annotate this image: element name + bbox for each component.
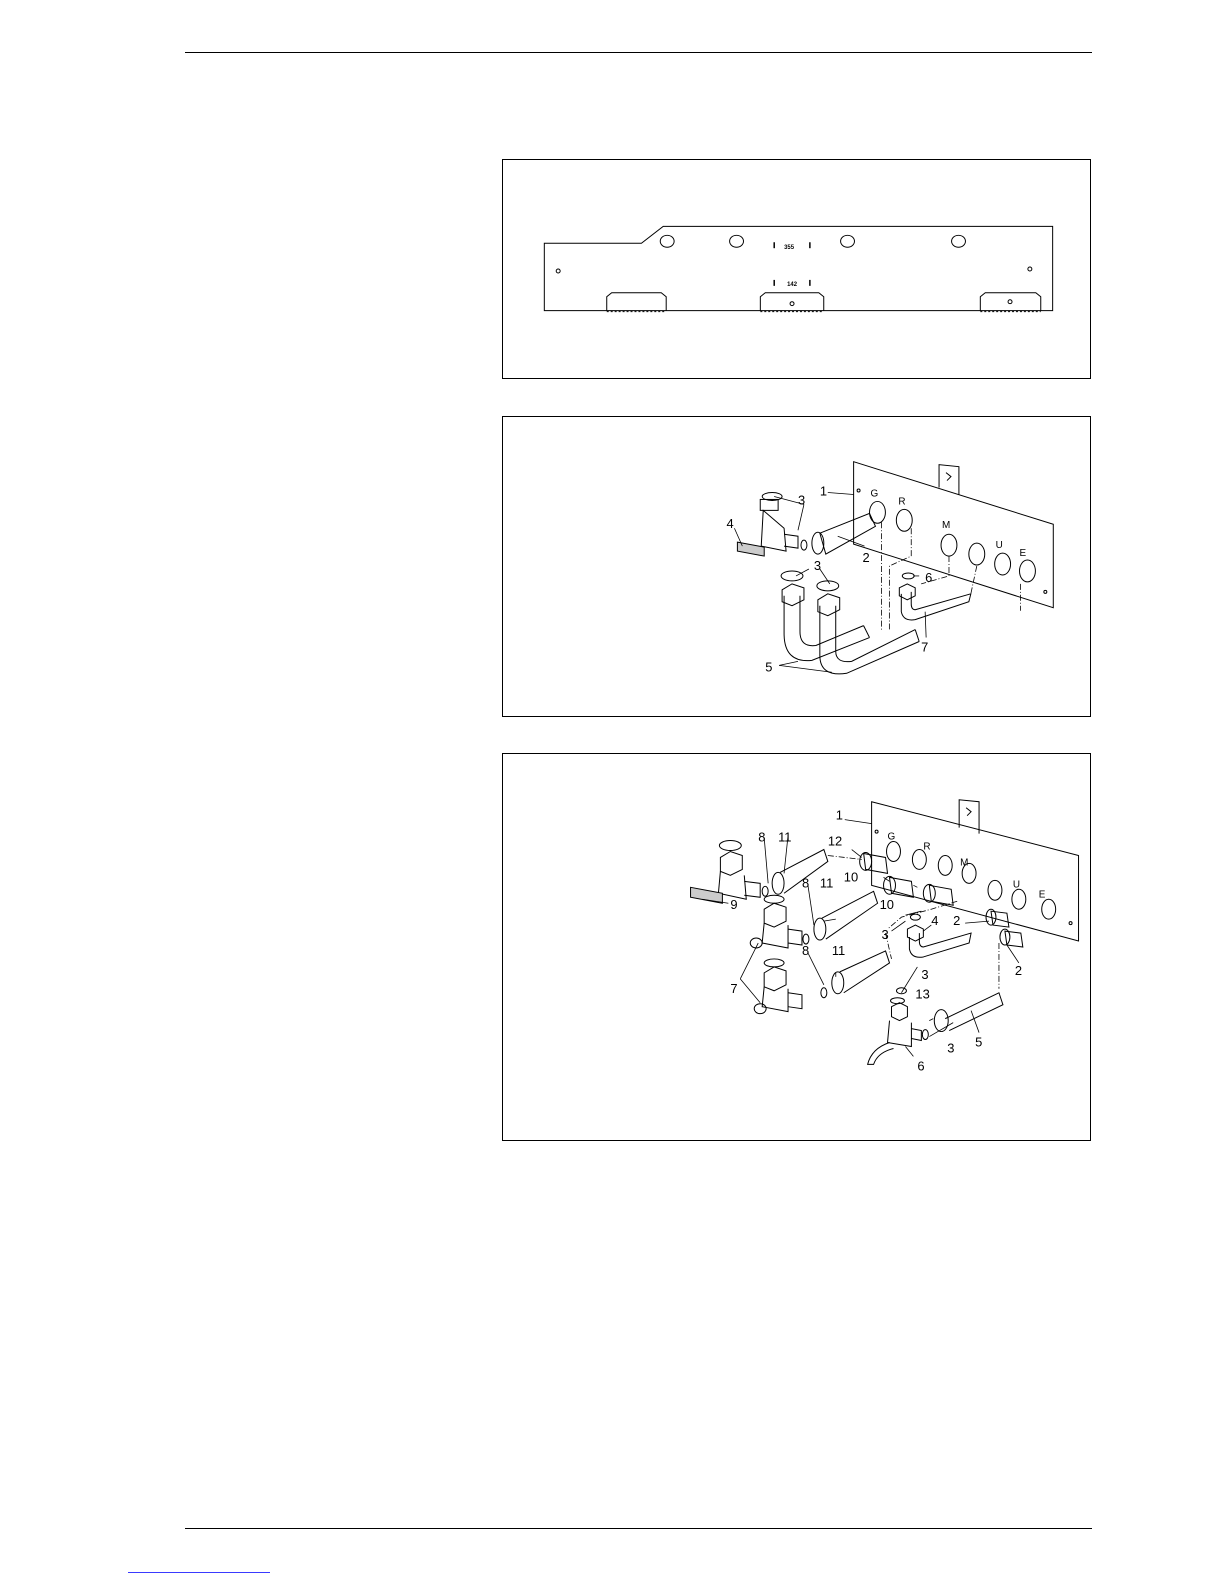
- callout-3-lower: 3: [947, 1040, 954, 1055]
- callout-9: 9: [730, 897, 737, 912]
- port-letter-e: E: [1020, 548, 1027, 559]
- port-letter-e: E: [1039, 889, 1046, 900]
- footer-link-underline[interactable]: [128, 1572, 270, 1573]
- callout-8-middle: 8: [802, 875, 809, 890]
- callout-4: 4: [726, 516, 733, 531]
- callout-7: 7: [730, 981, 737, 996]
- connection-set-drawing: 1 2 3 3 4 5 6 7 G R M U E: [503, 417, 1090, 716]
- callout-2-lower: 2: [1015, 963, 1022, 978]
- callout-1: 1: [836, 808, 843, 823]
- port-letter-r: R: [923, 842, 930, 853]
- callout-4: 4: [931, 913, 938, 928]
- callout-3-upper: 3: [921, 967, 928, 982]
- port-letter-m: M: [960, 857, 968, 868]
- header-rule: [185, 52, 1092, 53]
- callout-8-top: 8: [758, 830, 765, 845]
- callout-2: 2: [863, 550, 870, 565]
- callout-8-bottom: 8: [802, 943, 809, 958]
- callout-10-lower: 10: [880, 897, 894, 912]
- figure-connection-set-valves: 1 2 2 3 3 3 4 5 6 7 8 8 8 9 10 10 11 11 …: [502, 753, 1091, 1141]
- callout-5: 5: [975, 1034, 982, 1049]
- port-letter-r: R: [898, 496, 905, 507]
- callout-13: 13: [915, 987, 929, 1002]
- callout-3-upper: 3: [798, 492, 805, 507]
- callout-12: 12: [828, 834, 842, 849]
- callout-1: 1: [820, 483, 827, 498]
- port-letter-g: G: [888, 832, 896, 843]
- callout-3-lower: 3: [814, 558, 821, 573]
- port-letter-g: G: [871, 488, 879, 499]
- callout-10-upper: 10: [844, 869, 858, 884]
- template-marking-upper: 355: [784, 245, 795, 251]
- figure-connection-set: 1 2 3 3 4 5 6 7 G R M U E: [502, 416, 1091, 717]
- callout-11-middle: 11: [820, 875, 833, 890]
- callout-2-upper: 2: [953, 913, 960, 928]
- mounting-template-drawing: 355 142: [503, 160, 1090, 378]
- callout-5: 5: [765, 659, 772, 674]
- callout-6: 6: [917, 1058, 924, 1073]
- template-marking-lower: 142: [787, 282, 798, 288]
- callout-11-top: 11: [778, 830, 791, 845]
- figure-mounting-template: 355 142: [502, 159, 1091, 379]
- footer-rule: [185, 1528, 1092, 1529]
- callout-7: 7: [921, 639, 928, 654]
- port-letter-m: M: [942, 520, 950, 531]
- callout-6: 6: [925, 570, 932, 585]
- port-letter-u: U: [1013, 879, 1020, 890]
- connection-set-valves-drawing: 1 2 2 3 3 3 4 5 6 7 8 8 8 9 10 10 11 11 …: [503, 754, 1090, 1140]
- callout-11-bottom: 11: [832, 943, 845, 958]
- callout-3-left: 3: [882, 927, 889, 942]
- port-letter-u: U: [996, 540, 1003, 551]
